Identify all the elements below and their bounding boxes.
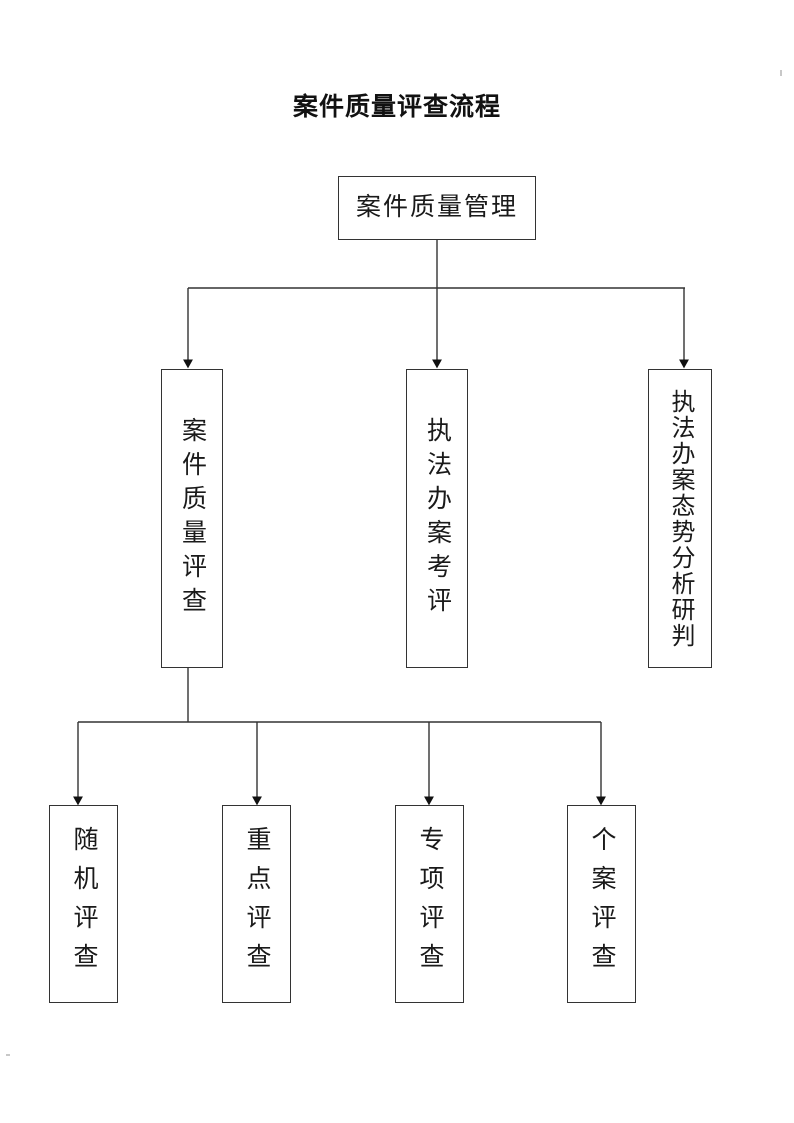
node-label: 个案评查 bbox=[588, 826, 615, 982]
page-speck-top-right bbox=[780, 70, 782, 76]
page-speck-bottom-left bbox=[6, 1054, 10, 1056]
node-case-quality-review[interactable]: 案件质量评查 bbox=[161, 369, 223, 668]
node-label: 执法办案态势分析研判 bbox=[667, 388, 693, 649]
page-title: 案件质量评查流程 bbox=[292, 93, 501, 121]
node-label: 随机评查 bbox=[70, 826, 97, 982]
node-label: 执法办案考评 bbox=[423, 416, 451, 621]
node-label: 专项评查 bbox=[416, 826, 443, 982]
node-label: 案件质量评查 bbox=[178, 416, 206, 621]
node-random-review[interactable]: 随机评查 bbox=[49, 805, 118, 1003]
node-special-review[interactable]: 专项评查 bbox=[395, 805, 464, 1003]
node-law-enforcement-case-assessment[interactable]: 执法办案考评 bbox=[406, 369, 468, 668]
node-label: 重点评查 bbox=[243, 826, 270, 982]
node-case-quality-management[interactable]: 案件质量管理 bbox=[338, 176, 536, 240]
node-label: 案件质量管理 bbox=[355, 194, 518, 221]
node-individual-case-review[interactable]: 个案评查 bbox=[567, 805, 636, 1003]
node-key-review[interactable]: 重点评查 bbox=[222, 805, 291, 1003]
node-law-enforcement-situation-analysis[interactable]: 执法办案态势分析研判 bbox=[648, 369, 712, 668]
